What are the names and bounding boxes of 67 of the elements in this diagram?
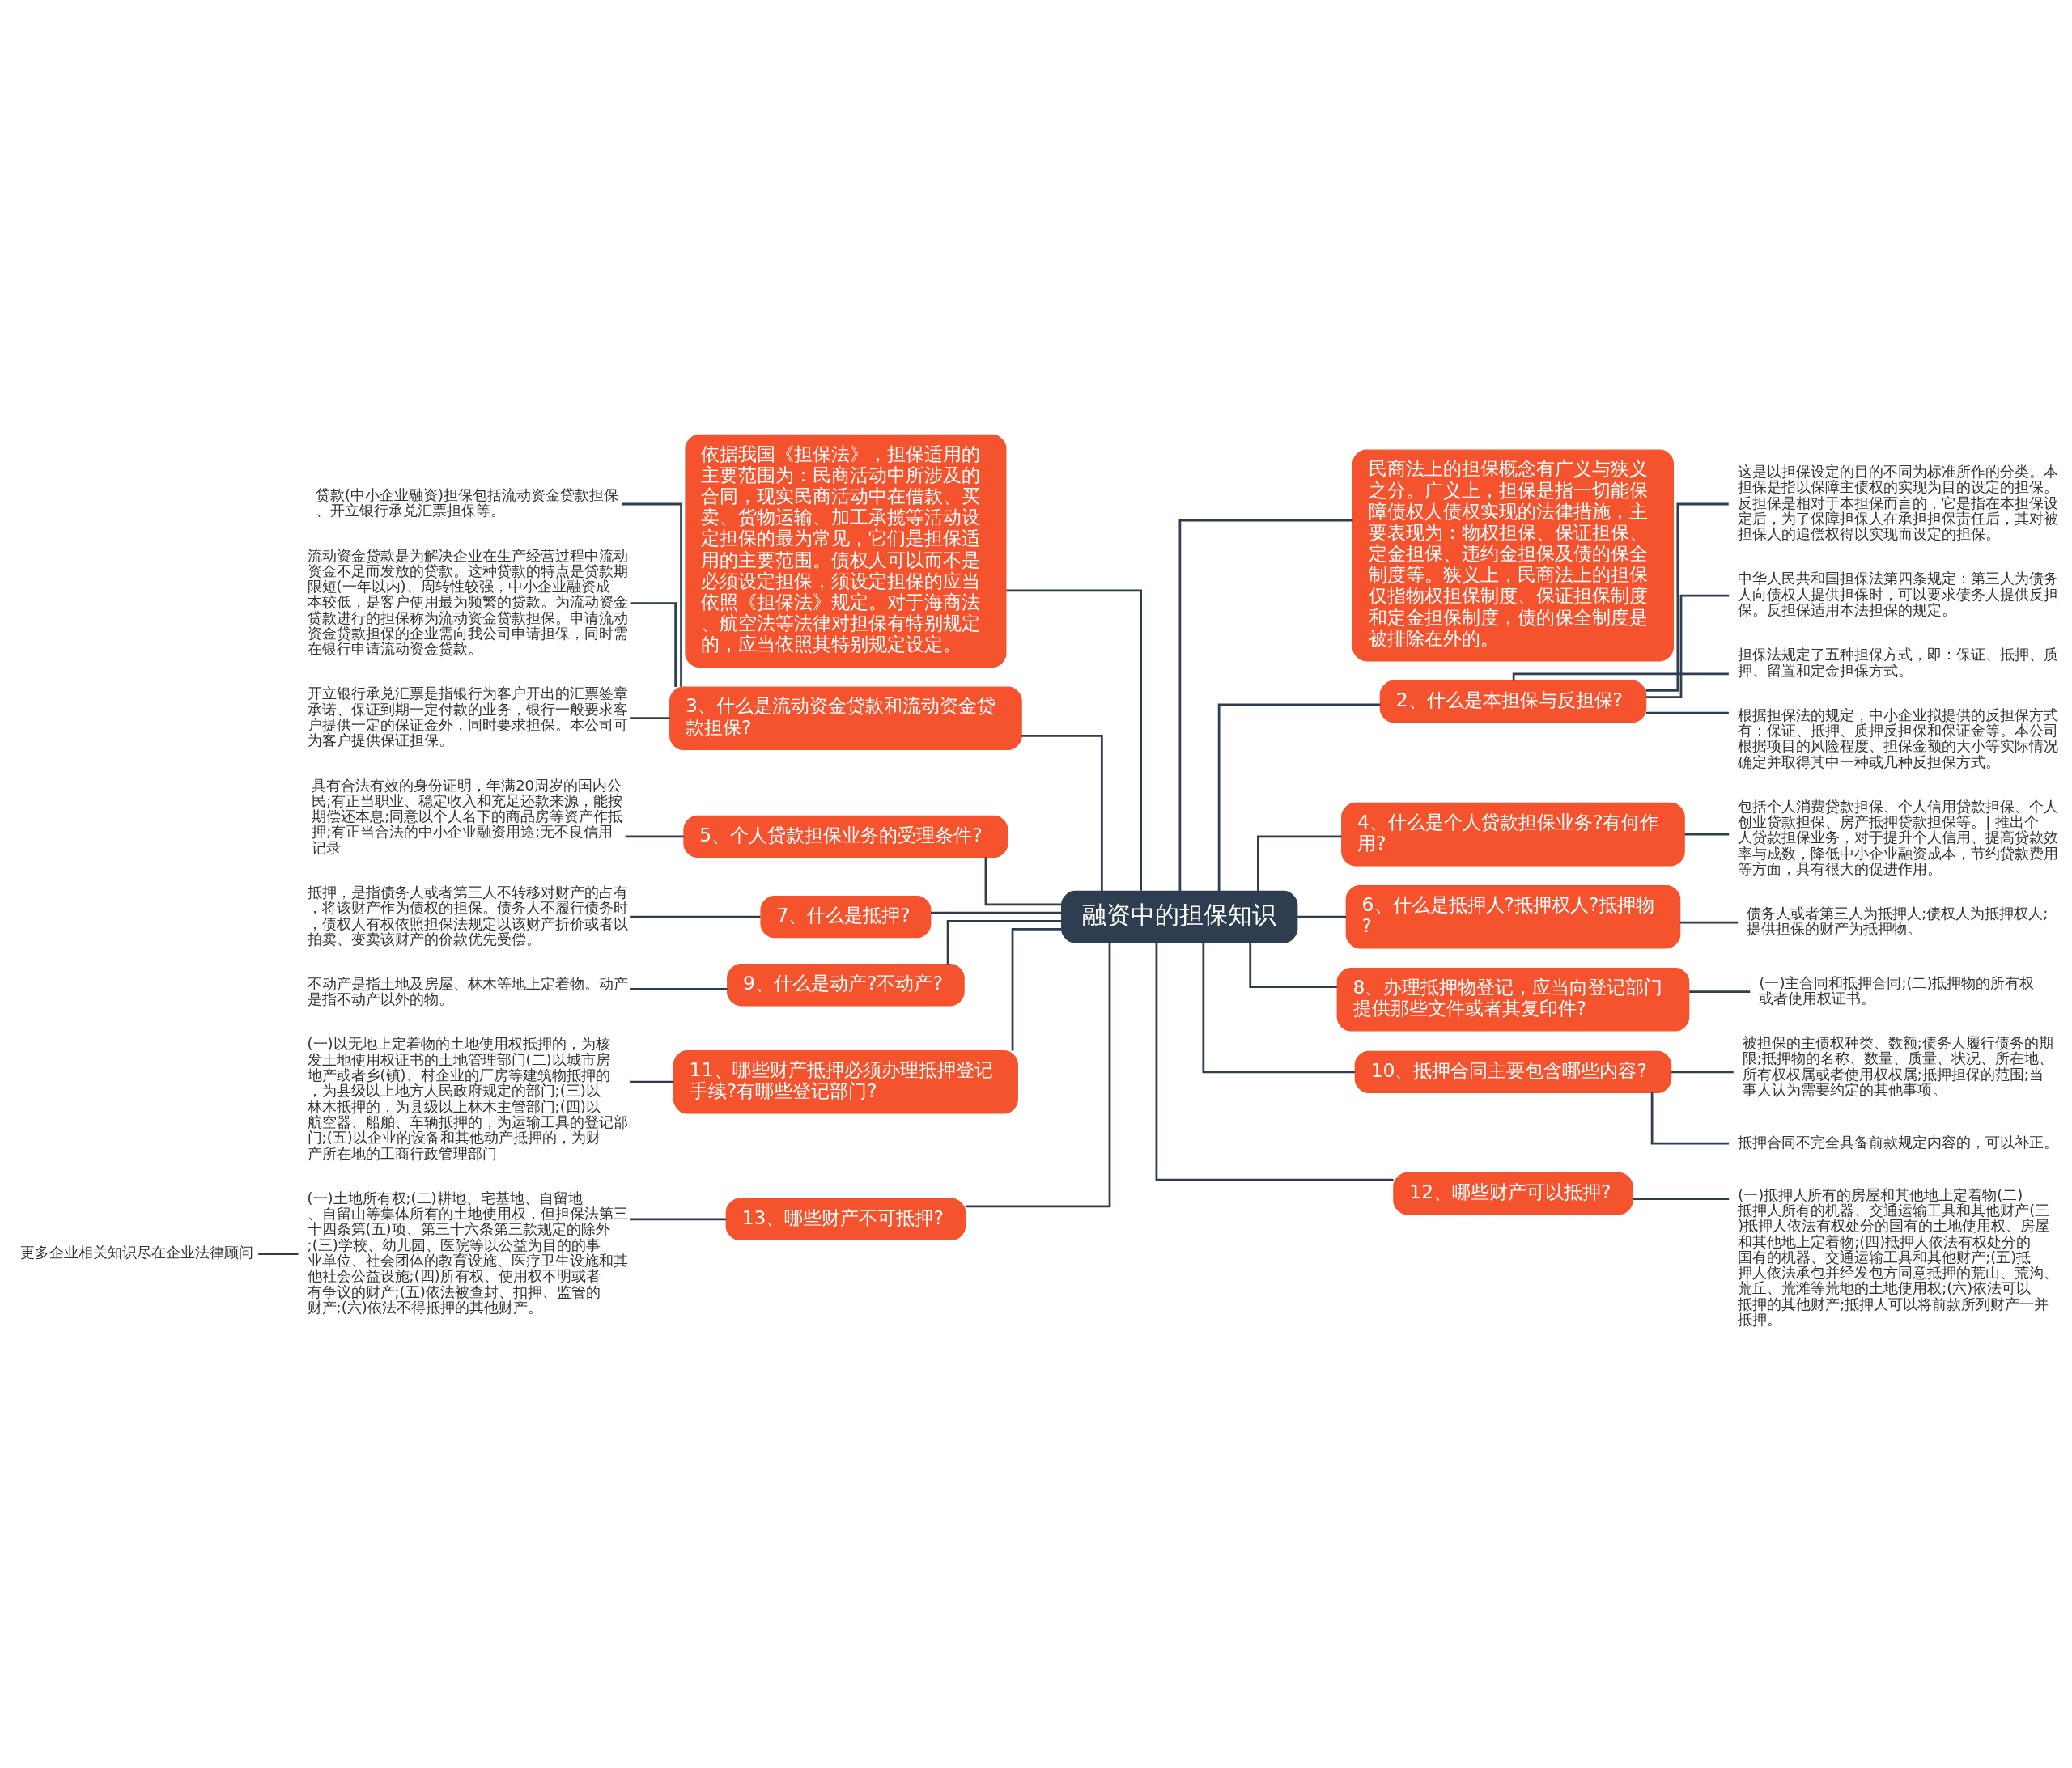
connector xyxy=(1249,942,1337,989)
connector xyxy=(984,857,1062,906)
node-text: 包括个人消费贷款担保、个人信用贷款担保、个人创业贷款担保、房产抵押贷款担保等。| 推出个人贷款担保业务，对于提升个人信用、提高贷款效率与成数，降低中小企业融资成本，节约贷款费用等方面，具有很大的促进作用。 xyxy=(1738,797,2059,877)
connector xyxy=(1021,735,1103,892)
connector xyxy=(1671,1071,1734,1074)
node-box: 3、什么是流动资金贷款和流动资金贷款担保? xyxy=(669,686,1022,751)
node-box: 5、个人贷款担保业务的受理条件? xyxy=(683,815,1008,859)
node-text: 更多企业相关知识尽在企业法律顾问 xyxy=(20,1244,254,1261)
node-text: (一)抵押人所有的房屋和其他地上定着物(二)抵押人所有的机器、交通运输工具和其他财产(三)抵押人依法有权处分的国有的土地使用权、房屋和其他地上定着物;(四)抵押人依法有权处分的国有的机器、交通运输工具和其他财产;(五)抵押人依法承包并经发包方同意抵押的荒山、荒沟、荒丘、荒滩等荒地的土地使用权;(六)依法可以抵押的其他财产;抵押人可以将前款所列财产一并抵押。 xyxy=(1738,1185,2059,1329)
connector xyxy=(1006,589,1142,891)
connector xyxy=(621,502,682,687)
connector xyxy=(630,717,670,720)
connector xyxy=(630,988,728,990)
node-text: 开立银行承兑汇票是指银行为客户开出的汇票签章承诺、保证到期一定付款的业务，银行一般要求客户提供一定的保证金外，同时要求担保。本公司可为客户提供保证担保。 xyxy=(307,685,628,749)
connector xyxy=(630,915,761,918)
node-text: 抵押合同不完全具备前款规定内容的，可以补正。 xyxy=(1738,1133,2059,1151)
connector xyxy=(1297,915,1347,918)
connector xyxy=(1650,1092,1729,1145)
connector xyxy=(258,1253,299,1255)
connector xyxy=(630,1218,727,1221)
connector xyxy=(630,602,677,687)
node-box: 12、哪些财产可以抵押? xyxy=(1393,1172,1633,1215)
node-box: 依据我国《担保法》，担保适用的主要范围为：民商活动中所涉及的合同，现实民商活动中在借款、买卖、货物运输、加工承揽等活动设定担保的最为常见，它们是担保适用的主要范围。债权人可以而不是必须设定担保，须设定担保的应当依照《担保法》规定。对于海商法、航空法等法律对担保有特别规定的，应当依照其特别规定设定。 xyxy=(685,434,1007,668)
node-box: 10、抵押合同主要包含哪些内容? xyxy=(1354,1050,1672,1094)
node-text: 担保法规定了五种担保方式，即：保证、抵押、质押、留置和定金担保方式。 xyxy=(1738,646,2059,679)
connector xyxy=(1689,990,1751,993)
connector xyxy=(946,919,1062,965)
connector xyxy=(625,835,684,838)
node-box: 融资中的担保知识 xyxy=(1061,890,1298,943)
node-text: (一)以无地上定着物的土地使用权抵押的，为核发土地使用权证书的土地管理部门(二)以城市房地产或者乡(镇)、村企业的厂房等建筑物抵押的，为县级以上地方人民政府规定的部门;(三)以林木抵押的，为县级以上林木主管部门;(四)以航空器、船舶、车辆抵押的，为运输工具的登记部门;(五)以企业的设备和其他动产抵押的，为财产所在地的工商行政管理部门 xyxy=(307,1035,628,1162)
connector xyxy=(1512,672,1729,681)
connector xyxy=(1645,502,1729,692)
connector xyxy=(1257,835,1342,892)
connector xyxy=(1646,594,1730,698)
connector xyxy=(1633,1198,1730,1201)
node-text: 这是以担保设定的目的不同为标准所作的分类。本担保是指以保障主债权的实现为目的设定的担保。反担保是相对于本担保而言的，它是指在本担保设定后，为了保障担保人在承担担保责任后，其对被担保人的追偿权得以实现而设定的担保。 xyxy=(1738,463,2059,543)
connector xyxy=(1178,519,1353,892)
connector xyxy=(1679,921,1739,924)
node-text: (一)主合同和抵押合同;(二)抵押物的所有权或者使用权证书。 xyxy=(1759,973,2035,1007)
node-text: 被担保的主债权种类、数额;债务人履行债务的期限;抵押物的名称、数量、质量、状况、所在地、所有权权属或者使用权权属;抵押担保的范围;当事人认为需要约定的其他事项。 xyxy=(1742,1034,2053,1098)
node-box: 4、什么是个人贷款担保业务?有何作用? xyxy=(1341,802,1685,867)
node-text: 债务人或者第三人为抵押人;债权人为抵押权人;提供担保的财产为抵押物。 xyxy=(1747,905,2049,938)
connector xyxy=(1011,928,1062,1051)
node-text: 不动产是指土地及房屋、林木等地上定着物。动产是指不动产以外的物。 xyxy=(307,974,628,1008)
node-box: 7、什么是抵押? xyxy=(760,896,932,939)
connector xyxy=(1155,942,1394,1181)
connector xyxy=(1202,943,1356,1074)
node-text: 中华人民共和国担保法第四条规定：第三人为债务人向债权人提供担保时，可以要求债务人提供反担保。反担保适用本法担保的规定。 xyxy=(1738,570,2059,619)
node-box: 民商法上的担保概念有广义与狭义之分。广义上，担保是指一切能保障债权人债权实现的法律措施，主要表现为：物权担保、保证担保、定金担保、违约金担保及债的保全制度等。狭义上，民商法上的担保仅指物权担保制度、保证担保制度和定金担保制度，债的保全制度是被排除在外的。 xyxy=(1352,449,1674,662)
connector xyxy=(931,911,1062,914)
connector xyxy=(965,942,1111,1208)
node-box: 8、办理抵押物登记，应当向登记部门提供那些文件或者其复印件? xyxy=(1336,967,1690,1032)
node-text: 贷款(中小企业融资)担保包括流动资金贷款担保、开立银行承兑汇票担保等。 xyxy=(315,486,618,519)
node-box: 6、什么是抵押人?抵押权人?抵押物? xyxy=(1345,884,1681,949)
node-box: 2、什么是本担保与反担保? xyxy=(1379,680,1647,723)
connector xyxy=(1684,833,1730,836)
node-text: 具有合法有效的身份证明，年满20周岁的国内公民;有正当职业、稳定收入和充足还款来源，能按期偿还本息;同意以个人名下的商品房等资产作抵押;有正当合法的中小企业融资用途;无不良信用记录 xyxy=(312,776,623,856)
node-box: 9、什么是动产?不动产? xyxy=(727,964,965,1007)
node-text: 抵押，是指债务人或者第三人不转移对财产的占有，将该财产作为债权的担保。债务人不履行债务时，债权人有权依照担保法规定以该财产折价或者以拍卖、变卖该财产的价款优先受偿。 xyxy=(307,883,628,948)
node-box: 13、哪些财产不可抵押? xyxy=(725,1198,966,1241)
node-text: (一)土地所有权;(二)耕地、宅基地、自留地、自留山等集体所有的土地使用权，但担保法第三十四条第(五)项、第三十六条第三款规定的除外;(三)学校、幼儿园、医院等以公益为目的的事业单位、社会团体的教育设施、医疗卫生设施和其他社会公益设施;(四)所有权、使用权不明或者有争议的财产;(五)依法被查封、扣押、监管的财产;(六)依法不得抵押的其他财产。 xyxy=(307,1189,628,1316)
node-text: 根据担保法的规定，中小企业拟提供的反担保方式有：保证、抵押、质押反担保和保证金等。本公司根据项目的风险程度、担保金额的大小等实际情况确定并取得其中一种或几种反担保方式。 xyxy=(1738,706,2059,770)
connector xyxy=(630,1080,674,1083)
connector xyxy=(1217,703,1381,891)
connector xyxy=(1645,711,1729,714)
node-box: 11、哪些财产抵押必须办理抵押登记手续?有哪些登记部门? xyxy=(673,1049,1018,1114)
node-text: 流动资金贷款是为解决企业在生产经营过程中流动资金不足而发放的贷款。这种贷款的特点是贷款期限短(一年以内)、周转性较强，中小企业融资成本较低，是客户使用最为频繁的贷款。为流动资金贷款进行的担保称为流动资金贷款担保。申请流动资金贷款担保的企业需向我公司申请担保，同时需在银行申请流动资金贷款。 xyxy=(307,546,628,658)
